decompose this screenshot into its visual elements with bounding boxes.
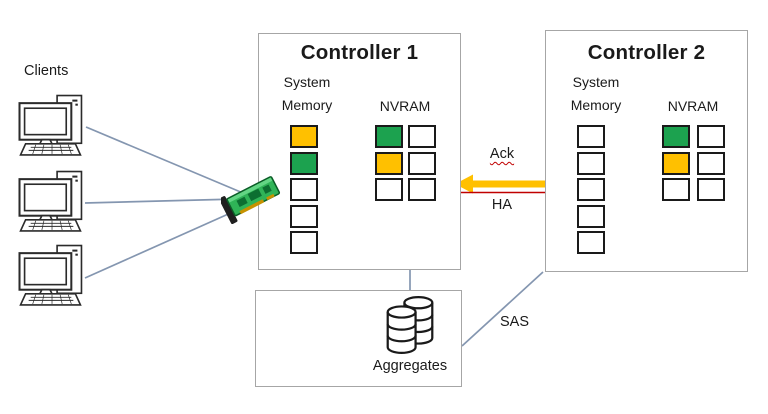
controller2-nvram-column-1 — [662, 125, 690, 205]
memory-cell-green — [662, 125, 690, 148]
controller2-aggregates-sas-line — [461, 271, 544, 347]
memory-cell-white — [577, 125, 605, 148]
client1-connection-line — [85, 126, 244, 194]
memory-cell-white — [290, 178, 318, 202]
controller2-nvram-label: NVRAM — [667, 98, 719, 114]
aggregates-label: Aggregates — [372, 358, 448, 374]
desktop-computer-icon — [18, 94, 83, 156]
memory-cell-orange — [662, 151, 690, 175]
memory-cell-white — [697, 151, 725, 175]
controller1-nvram-label: NVRAM — [379, 98, 431, 114]
memory-cell-white — [697, 125, 725, 148]
memory-cell-green — [375, 125, 403, 148]
memory-cell-white — [375, 178, 403, 202]
network-card-icon — [221, 176, 281, 224]
controller1-nvram-column-2 — [408, 125, 436, 205]
controller1-nvram-column-1 — [375, 125, 403, 205]
memory-cell-white — [290, 231, 318, 255]
controller2-nvram-column-2 — [697, 125, 725, 205]
clients-label: Clients — [24, 63, 69, 79]
database-icon — [386, 296, 434, 354]
ack-arrow-icon — [455, 174, 545, 194]
controller2-system-memory-column — [577, 125, 605, 258]
memory-cell-orange — [290, 125, 318, 148]
memory-cell-green — [290, 151, 318, 175]
ack-label: Ack — [489, 146, 515, 162]
memory-cell-white — [290, 204, 318, 228]
memory-cell-white — [662, 178, 690, 202]
sas-label: SAS — [500, 314, 530, 330]
memory-cell-white — [697, 178, 725, 202]
memory-cell-white — [408, 151, 436, 175]
memory-cell-white — [577, 204, 605, 228]
desktop-computer-icon — [18, 170, 83, 232]
memory-cell-white — [408, 125, 436, 148]
controller1-system-memory-column — [290, 125, 318, 258]
client2-connection-line — [84, 198, 239, 204]
controller2-system-memory-label: System Memory — [570, 74, 622, 113]
controller2-box: Controller 2 System Memory NVRAM — [545, 30, 748, 272]
controller1-title: Controller 1 — [300, 41, 419, 64]
controller1-system-memory-label: System Memory — [281, 74, 333, 113]
memory-cell-orange — [375, 151, 403, 175]
memory-cell-white — [408, 178, 436, 202]
memory-cell-white — [577, 151, 605, 175]
ha-label: HA — [491, 197, 513, 213]
memory-cell-white — [577, 178, 605, 202]
controller1-box: Controller 1 System Memory NVRAM — [258, 33, 461, 270]
memory-cell-white — [577, 231, 605, 255]
desktop-computer-icon — [18, 244, 83, 306]
controller2-title: Controller 2 — [587, 41, 706, 64]
